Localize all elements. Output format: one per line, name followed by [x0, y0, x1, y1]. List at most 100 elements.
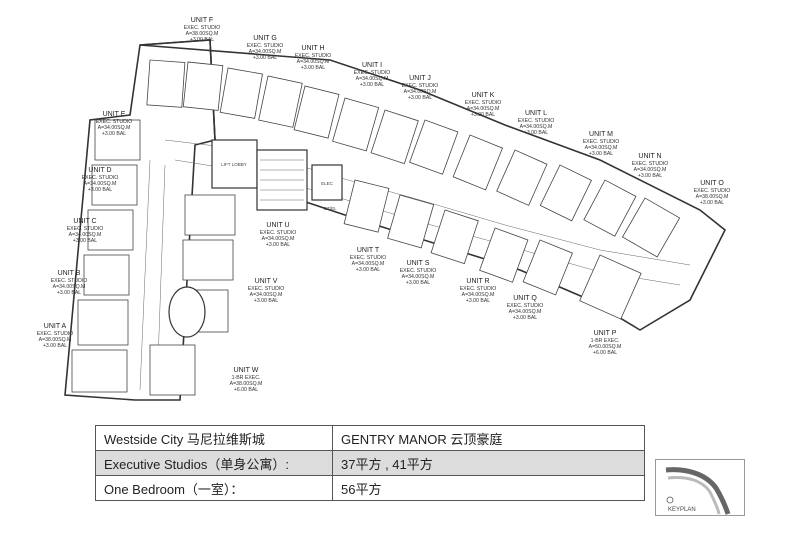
svg-text:UNIT I: UNIT I: [362, 62, 382, 69]
svg-text:A=34.00SQ.M: A=34.00SQ.M: [509, 309, 542, 315]
svg-text:A=50.00SQ.M: A=50.00SQ.M: [589, 344, 622, 350]
svg-text:A=38.00SQ.M: A=38.00SQ.M: [696, 194, 729, 200]
svg-text:EXEC. STUDIO: EXEC. STUDIO: [400, 268, 437, 274]
gt-el-label: GT/EL: [323, 206, 337, 211]
unit-rooms: [71, 59, 681, 396]
table-row: Westside City 马尼拉维斯城 GENTRY MANOR 云顶豪庭: [95, 425, 645, 451]
svg-text:UNIT L: UNIT L: [525, 110, 547, 117]
svg-text:+3.00 BAL: +3.00 BAL: [43, 343, 67, 349]
svg-text:A=34.00SQ.M: A=34.00SQ.M: [467, 106, 500, 112]
svg-text:UNIT N: UNIT N: [638, 153, 661, 160]
svg-text:UNIT K: UNIT K: [472, 92, 495, 99]
unit-label-n: UNIT N EXEC. STUDIO A=34.00SQ.M +3.00 BA…: [632, 153, 669, 179]
elec-room: [311, 164, 343, 201]
svg-text:UNIT Q: UNIT Q: [513, 295, 537, 302]
svg-text:EXEC. STUDIO: EXEC. STUDIO: [247, 43, 284, 49]
svg-text:EXEC. STUDIO: EXEC. STUDIO: [295, 53, 332, 59]
lift-lobby-label: LIFT LOBBY: [221, 162, 246, 167]
unit-label-c: UNIT C EXEC. STUDIO A=34.00SQ.M +3.00 BA…: [67, 218, 104, 244]
svg-text:EXEC. STUDIO: EXEC. STUDIO: [507, 303, 544, 309]
svg-text:A=34.00SQ.M: A=34.00SQ.M: [250, 292, 283, 298]
svg-text:UNIT M: UNIT M: [589, 131, 613, 138]
svg-text:+3.00 BAL: +3.00 BAL: [254, 298, 278, 304]
keyplan-drawing: [665, 467, 731, 515]
svg-text:UNIT C: UNIT C: [73, 218, 96, 225]
svg-text:UNIT U: UNIT U: [266, 222, 289, 229]
svg-text:+3.00 BAL: +3.00 BAL: [301, 65, 325, 71]
unit-label-f: UNIT F EXEC. STUDIO A=38.00SQ.M +3.00 BA…: [184, 17, 221, 43]
svg-text:UNIT W: UNIT W: [234, 367, 259, 374]
svg-text:EXEC. STUDIO: EXEC. STUDIO: [402, 83, 439, 89]
svg-text:+3.00 BAL: +3.00 BAL: [253, 55, 277, 61]
svg-text:A=34.00SQ.M: A=34.00SQ.M: [634, 167, 667, 173]
svg-text:A=34.00SQ.M: A=34.00SQ.M: [69, 232, 102, 238]
svg-text:UNIT F: UNIT F: [191, 17, 213, 24]
unit-label-w: UNIT W 1-BR EXEC. A=38.00SQ.M +6.00 BAL: [230, 367, 263, 393]
svg-text:EXEC. STUDIO: EXEC. STUDIO: [96, 119, 133, 125]
one-bedroom-size: 56平方: [332, 475, 645, 501]
svg-text:+3.00 BAL: +3.00 BAL: [638, 173, 662, 179]
svg-text:UNIT S: UNIT S: [407, 260, 430, 267]
svg-text:A=34.00SQ.M: A=34.00SQ.M: [84, 181, 117, 187]
svg-text:A=38.00SQ.M: A=38.00SQ.M: [230, 381, 263, 387]
svg-text:UNIT E: UNIT E: [103, 111, 126, 118]
svg-text:A=34.00SQ.M: A=34.00SQ.M: [520, 124, 553, 130]
svg-text:EXEC. STUDIO: EXEC. STUDIO: [350, 255, 387, 261]
svg-text:UNIT J: UNIT J: [409, 75, 431, 82]
unit-label-m: UNIT M EXEC. STUDIO A=34.00SQ.M +3.00 BA…: [583, 131, 620, 157]
svg-text:+3.00 BAL: +3.00 BAL: [700, 200, 724, 206]
svg-text:A=34.00SQ.M: A=34.00SQ.M: [352, 261, 385, 267]
svg-text:EXEC. STUDIO: EXEC. STUDIO: [460, 286, 497, 292]
table-row: One Bedroom（一室）： 56平方: [95, 475, 645, 501]
building-core: LIFT LOBBY ELEC GT/EL: [168, 139, 343, 338]
svg-text:A=34.00SQ.M: A=34.00SQ.M: [462, 292, 495, 298]
stair-oval: [168, 286, 206, 338]
unit-label-u: UNIT U EXEC. STUDIO A=34.00SQ.M +3.00 BA…: [260, 222, 297, 248]
svg-text:+3.00 BAL: +3.00 BAL: [589, 151, 613, 157]
unit-label-d: UNIT D EXEC. STUDIO A=34.00SQ.M +3.00 BA…: [82, 167, 119, 193]
svg-text:UNIT R: UNIT R: [466, 278, 489, 285]
svg-text:A=34.00SQ.M: A=34.00SQ.M: [585, 145, 618, 151]
keyplan-map: [655, 459, 745, 516]
svg-text:+3.00 BAL: +3.00 BAL: [513, 315, 537, 321]
project-name-cell: GENTRY MANOR 云顶豪庭: [332, 425, 645, 451]
svg-text:+3.00 BAL: +3.00 BAL: [190, 37, 214, 43]
svg-text:EXEC. STUDIO: EXEC. STUDIO: [583, 139, 620, 145]
unit-label-i: UNIT I EXEC. STUDIO A=34.00SQ.M +3.00 BA…: [354, 62, 391, 88]
svg-text:EXEC. STUDIO: EXEC. STUDIO: [248, 286, 285, 292]
svg-text:EXEC. STUDIO: EXEC. STUDIO: [694, 188, 731, 194]
svg-text:+6.00 BAL: +6.00 BAL: [593, 350, 617, 356]
svg-text:+3.00 BAL: +3.00 BAL: [356, 267, 380, 273]
exec-studio-size: 37平方 , 41平方: [332, 450, 645, 476]
svg-text:+3.00 BAL: +3.00 BAL: [102, 131, 126, 137]
unit-label-e: UNIT E EXEC. STUDIO A=34.00SQ.M +3.00 BA…: [96, 111, 133, 137]
svg-text:UNIT V: UNIT V: [255, 278, 278, 285]
svg-text:A=38.00SQ.M: A=38.00SQ.M: [39, 337, 72, 343]
svg-text:+3.00 BAL: +3.00 BAL: [73, 238, 97, 244]
unit-label-k: UNIT K EXEC. STUDIO A=34.00SQ.M +3.00 BA…: [465, 92, 502, 118]
svg-text:A=34.00SQ.M: A=34.00SQ.M: [404, 89, 437, 95]
svg-text:EXEC. STUDIO: EXEC. STUDIO: [51, 278, 88, 284]
unit-label-a: UNIT A EXEC. STUDIO A=38.00SQ.M +3.00 BA…: [37, 323, 74, 349]
keyplan-label: KEYPLAN: [668, 507, 696, 513]
unit-label-g: UNIT G EXEC. STUDIO A=34.00SQ.M +3.00 BA…: [247, 35, 284, 61]
svg-text:EXEC. STUDIO: EXEC. STUDIO: [260, 230, 297, 236]
svg-text:UNIT T: UNIT T: [357, 247, 380, 254]
unit-label-q: UNIT Q EXEC. STUDIO A=34.00SQ.M +3.00 BA…: [507, 295, 544, 321]
svg-text:EXEC. STUDIO: EXEC. STUDIO: [518, 118, 555, 124]
svg-text:EXEC. STUDIO: EXEC. STUDIO: [37, 331, 74, 337]
svg-text:1-BR EXEC.: 1-BR EXEC.: [232, 375, 261, 381]
svg-text:A=34.00SQ.M: A=34.00SQ.M: [53, 284, 86, 290]
svg-text:UNIT P: UNIT P: [594, 330, 617, 337]
svg-text:+3.00 BAL: +3.00 BAL: [88, 187, 112, 193]
svg-text:A=34.00SQ.M: A=34.00SQ.M: [98, 125, 131, 131]
svg-text:+3.00 BAL: +3.00 BAL: [266, 242, 290, 248]
svg-text:+3.00 BAL: +3.00 BAL: [406, 280, 430, 286]
svg-text:+3.00 BAL: +3.00 BAL: [57, 290, 81, 296]
svg-text:1-BR EXEC.: 1-BR EXEC.: [591, 338, 620, 344]
svg-text:+3.00 BAL: +3.00 BAL: [466, 298, 490, 304]
development-cell: Westside City 马尼拉维斯城: [95, 425, 333, 451]
svg-text:+6.00 BAL: +6.00 BAL: [234, 387, 258, 393]
svg-text:+3.00 BAL: +3.00 BAL: [408, 95, 432, 101]
unit-label-j: UNIT J EXEC. STUDIO A=34.00SQ.M +3.00 BA…: [402, 75, 439, 101]
